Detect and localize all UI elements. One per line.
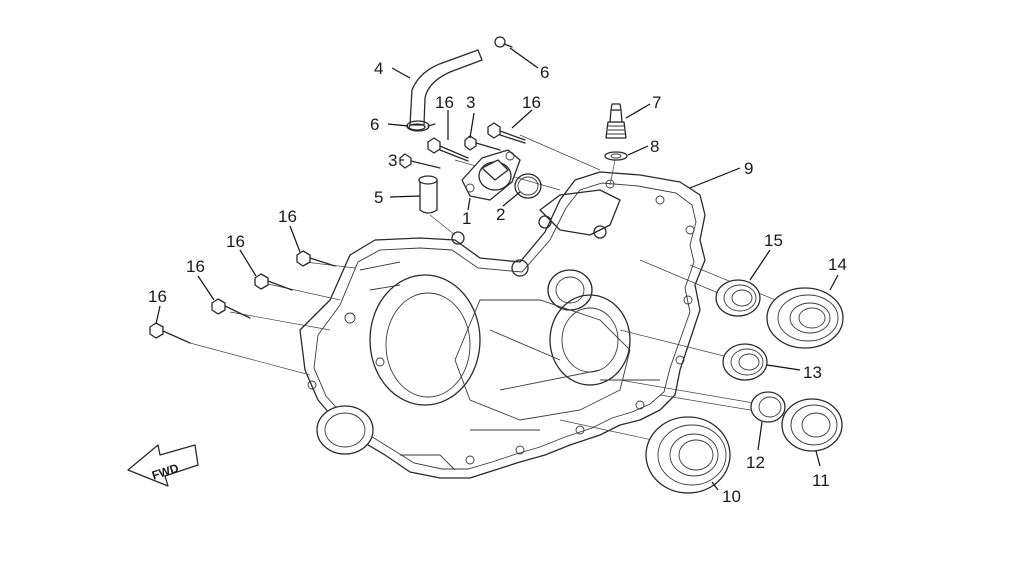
callout-13: 13	[803, 363, 822, 382]
bolt-16-a	[296, 250, 336, 267]
o-ring-2	[514, 173, 542, 199]
bolt-16-b	[254, 273, 293, 291]
cover-plate	[461, 149, 521, 201]
callout-9: 9	[744, 159, 753, 178]
callout-11: 11	[812, 471, 830, 490]
bolt-3-lower	[399, 153, 441, 169]
callout-16-upper-right: 16	[522, 93, 541, 112]
callout-2: 2	[496, 205, 505, 224]
callout-16-d: 16	[148, 287, 167, 306]
callout-3-upper: 3	[466, 93, 475, 112]
callout-4: 4	[374, 59, 383, 78]
callout-8: 8	[650, 137, 659, 156]
breather-hose	[408, 49, 483, 131]
leader-lines	[155, 47, 839, 491]
crankcase-half	[299, 171, 706, 479]
callout-16-b: 16	[226, 232, 245, 251]
oil-seal-15	[715, 279, 761, 317]
bolt-16-upper-left	[427, 137, 469, 162]
callout-15: 15	[764, 231, 783, 250]
callout-labels: 1 2 3 3 4 5 6 6 7 8 9 10 11 12 13 14 15 …	[148, 59, 847, 506]
callout-6-top: 6	[540, 63, 549, 82]
bolt-16-d	[149, 322, 191, 344]
callout-1: 1	[462, 209, 471, 228]
callout-14: 14	[828, 255, 847, 274]
callout-7: 7	[652, 93, 661, 112]
breather-fitting	[418, 175, 438, 214]
callout-10: 10	[722, 487, 741, 506]
oil-strainer-bolt	[605, 103, 627, 139]
bearing-11	[781, 398, 843, 452]
bolt-16-c	[211, 298, 251, 319]
callout-12: 12	[746, 453, 765, 472]
sealing-washer-8	[604, 151, 628, 161]
oil-seal-12	[750, 391, 786, 423]
callout-16-c: 16	[186, 257, 205, 276]
bearing-13	[722, 343, 768, 381]
callout-16-a: 16	[278, 207, 297, 226]
callout-3-lower: 3	[388, 151, 397, 170]
bearing-10	[645, 416, 731, 494]
bolt-16-upper-right	[487, 122, 526, 144]
forward-arrow-icon: FWD	[127, 444, 199, 487]
hose-clamp-upper	[494, 36, 513, 48]
bearing-14	[766, 287, 844, 349]
callout-16-upper-left: 16	[435, 93, 454, 112]
callout-6-left: 6	[370, 115, 379, 134]
callout-5: 5	[374, 188, 383, 207]
